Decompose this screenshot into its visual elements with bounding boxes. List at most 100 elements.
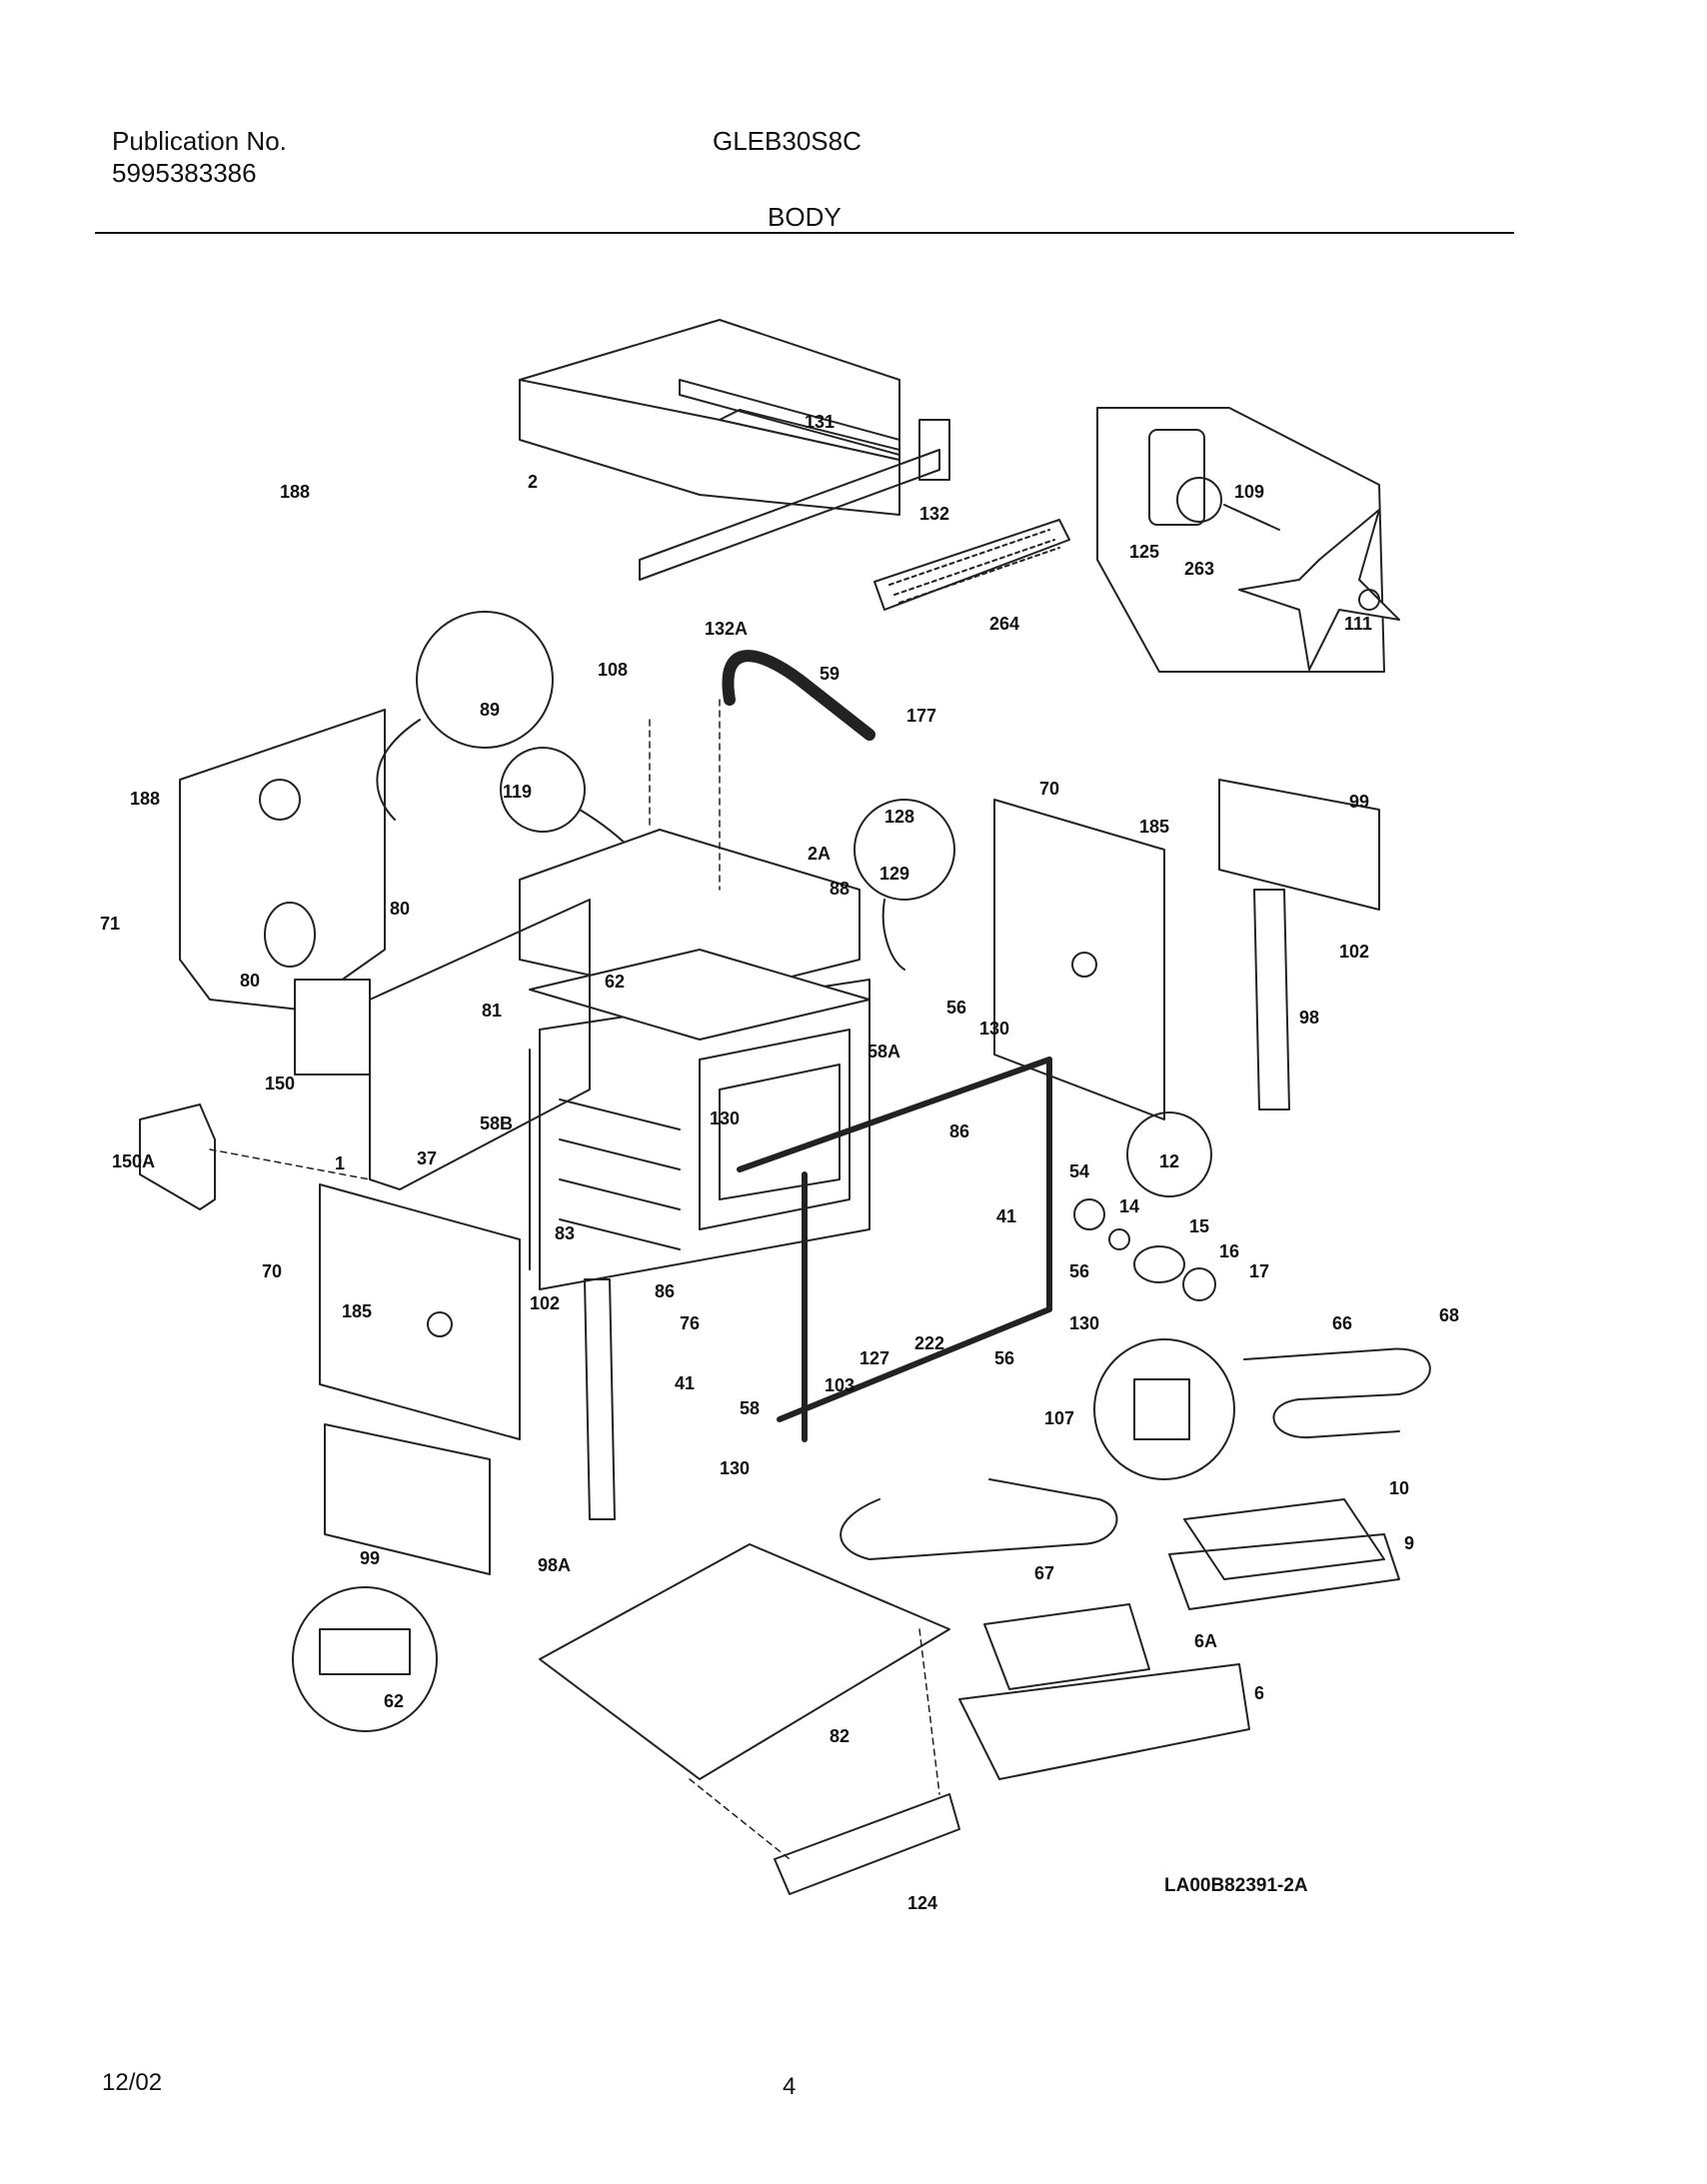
vent-grille bbox=[873, 519, 1070, 611]
callout-132A: 132A bbox=[705, 619, 748, 639]
callout-71: 71 bbox=[100, 914, 120, 934]
callout-68: 68 bbox=[1439, 1305, 1459, 1325]
side-panel-lower-left bbox=[319, 1183, 521, 1440]
callout-58A: 58A bbox=[867, 1042, 900, 1062]
callout-83: 83 bbox=[555, 1223, 575, 1243]
callout-86: 86 bbox=[655, 1281, 675, 1301]
page-number: 4 bbox=[783, 2073, 797, 2100]
callout-132: 132 bbox=[919, 504, 949, 524]
callout-66: 66 bbox=[1332, 1313, 1352, 1333]
broil-element bbox=[1243, 1347, 1431, 1439]
publication-label: Publication No. bbox=[112, 126, 287, 156]
callout-98: 98 bbox=[1299, 1008, 1319, 1028]
publication-number: 5995383386 bbox=[112, 158, 257, 188]
callout-58B: 58B bbox=[480, 1113, 513, 1133]
callout-185: 185 bbox=[1139, 817, 1169, 837]
diagram-code: LA00B82391-2A bbox=[1164, 1875, 1308, 1896]
callout-70: 70 bbox=[262, 1261, 282, 1281]
callout-2A: 2A bbox=[808, 844, 831, 864]
callout-111: 111 bbox=[1344, 614, 1372, 634]
bake-element bbox=[840, 1478, 1118, 1560]
callout-9: 9 bbox=[1404, 1533, 1414, 1553]
duct-tube bbox=[722, 650, 875, 741]
callout-17: 17 bbox=[1249, 1261, 1269, 1281]
bracket bbox=[139, 1103, 216, 1210]
convection-fan-inset bbox=[1096, 407, 1400, 673]
callout-222: 222 bbox=[914, 1333, 944, 1353]
fan-cover bbox=[1093, 1338, 1235, 1480]
callout-59: 59 bbox=[820, 664, 840, 684]
callout-130: 130 bbox=[720, 1458, 750, 1478]
callout-80: 80 bbox=[240, 971, 260, 991]
callout-125: 125 bbox=[1129, 542, 1159, 562]
callout-12: 12 bbox=[1159, 1151, 1179, 1171]
callout-62: 62 bbox=[384, 1691, 404, 1711]
model-number: GLEB30S8C bbox=[713, 126, 861, 156]
callout-102: 102 bbox=[530, 1293, 560, 1313]
callout-185: 185 bbox=[342, 1301, 372, 1321]
callout-177: 177 bbox=[906, 706, 936, 726]
switch-detail-circle bbox=[500, 747, 586, 833]
callout-2: 2 bbox=[528, 472, 538, 492]
callout-58: 58 bbox=[740, 1398, 760, 1418]
callout-56: 56 bbox=[1069, 1261, 1089, 1281]
callout-37: 37 bbox=[417, 1148, 437, 1168]
oven-rack bbox=[958, 1663, 1250, 1780]
callout-10: 10 bbox=[1389, 1478, 1409, 1498]
light-detail-circle bbox=[854, 799, 955, 901]
callout-70: 70 bbox=[1039, 779, 1059, 799]
section-title: BODY bbox=[768, 202, 842, 232]
footer-date: 12/02 bbox=[102, 2069, 163, 2096]
callout-6: 6 bbox=[1254, 1683, 1264, 1703]
oven-rack-small bbox=[983, 1603, 1150, 1690]
rear-panel-right bbox=[993, 799, 1165, 1120]
callout-108: 108 bbox=[598, 660, 628, 680]
callout-130: 130 bbox=[1069, 1313, 1099, 1333]
drawer-tray bbox=[774, 1793, 960, 1895]
callout-16: 16 bbox=[1219, 1241, 1239, 1261]
terminal-block-detail bbox=[292, 1586, 438, 1732]
top-cover bbox=[519, 319, 950, 581]
light-lens-detail bbox=[1126, 1111, 1212, 1197]
callout-109: 109 bbox=[1234, 482, 1264, 502]
callout-56: 56 bbox=[994, 1348, 1014, 1368]
oven-cavity bbox=[519, 829, 870, 1290]
callout-41: 41 bbox=[996, 1206, 1016, 1226]
left-side-insulation bbox=[179, 709, 386, 1011]
bottom-panel bbox=[539, 1543, 950, 1780]
callout-88: 88 bbox=[830, 879, 850, 899]
callout-264: 264 bbox=[989, 614, 1019, 634]
support-bracket-lower bbox=[584, 1278, 616, 1520]
callout-81: 81 bbox=[482, 1001, 502, 1021]
callout-263: 263 bbox=[1184, 559, 1214, 579]
callout-89: 89 bbox=[480, 700, 500, 720]
callout-107: 107 bbox=[1044, 1408, 1074, 1428]
callout-80: 80 bbox=[390, 899, 410, 919]
callout-98A: 98A bbox=[538, 1555, 571, 1575]
callout-188: 188 bbox=[130, 789, 160, 809]
callout-62: 62 bbox=[605, 972, 625, 992]
callout-103: 103 bbox=[825, 1375, 854, 1395]
callout-130: 130 bbox=[710, 1108, 740, 1128]
callout-127: 127 bbox=[859, 1348, 889, 1368]
callout-56: 56 bbox=[946, 998, 966, 1018]
support-bracket bbox=[1253, 889, 1290, 1110]
broiler-pan-insert bbox=[1183, 1498, 1385, 1580]
callout-6A: 6A bbox=[1194, 1631, 1217, 1651]
callout-76: 76 bbox=[680, 1313, 700, 1333]
callout-99: 99 bbox=[1349, 792, 1369, 812]
callout-188: 188 bbox=[280, 482, 310, 502]
callout-82: 82 bbox=[830, 1726, 850, 1746]
callout-128: 128 bbox=[884, 807, 914, 827]
broiler-pan bbox=[1168, 1533, 1400, 1610]
header-rule bbox=[95, 232, 1514, 234]
callout-129: 129 bbox=[879, 864, 909, 884]
callout-1: 1 bbox=[335, 1153, 345, 1173]
front-frame bbox=[737, 1057, 1052, 1442]
rear-panel bbox=[369, 899, 591, 1190]
control-board-lower bbox=[324, 1423, 491, 1575]
callout-131: 131 bbox=[805, 412, 835, 432]
callout-14: 14 bbox=[1119, 1196, 1139, 1216]
